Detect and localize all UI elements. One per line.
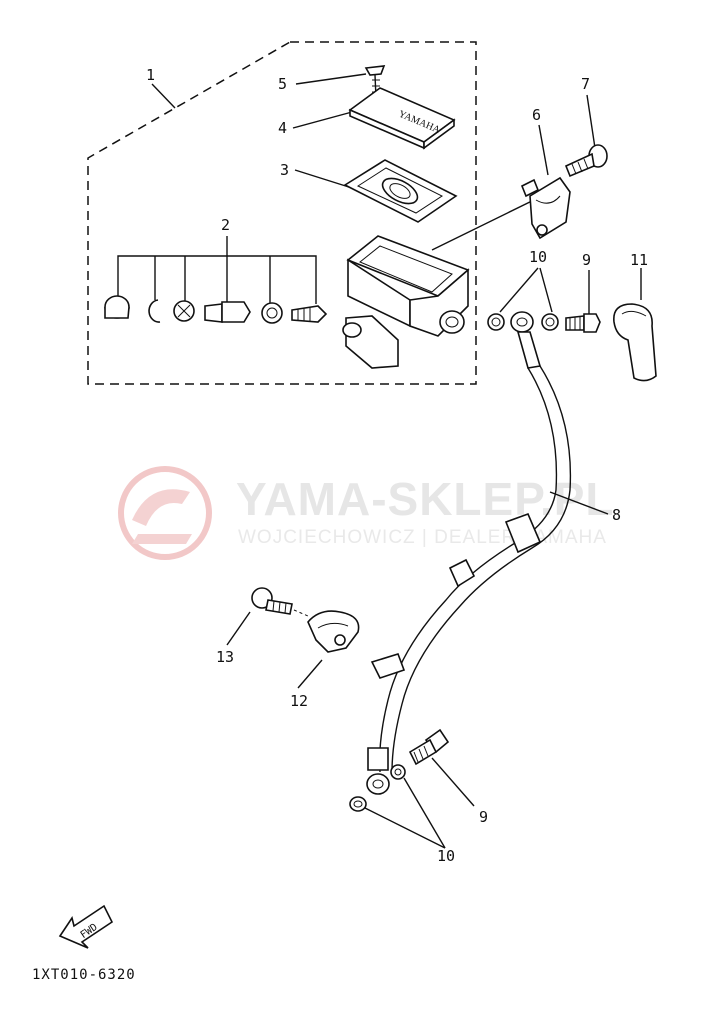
callout-6: 6	[532, 106, 541, 124]
union-bolt-9-bottom	[408, 728, 450, 766]
holder-6	[520, 176, 571, 240]
callout-1: 1	[146, 66, 155, 84]
callout-8: 8	[612, 506, 621, 524]
washers-10-top	[487, 313, 559, 331]
washers-10-bottom	[349, 764, 406, 812]
callout-11: 11	[630, 251, 648, 269]
watermark-logo	[118, 466, 212, 560]
piston-kit-2	[104, 295, 328, 324]
callout-5: 5	[278, 75, 287, 93]
callout-12: 12	[290, 692, 308, 710]
fwd-arrow-icon: FWD	[58, 904, 114, 949]
union-bolt-9-top	[565, 313, 601, 333]
reservoir-cap-4: YAMAHA	[348, 87, 456, 150]
diaphragm-plate-3	[343, 159, 458, 223]
watermark: YAMA-SKLEP.PL WOJCIECHOWICZ | DEALER YAM…	[118, 466, 615, 560]
bolt-7	[564, 144, 608, 178]
brake-hose-8	[366, 311, 572, 795]
callout-13: 13	[216, 648, 234, 666]
callout-3: 3	[280, 161, 289, 179]
boot-11	[613, 303, 657, 382]
callout-labels: 1 2 3 4 5 6 7 8 9 9 10 10 11 12 13	[146, 66, 648, 865]
leader-lines	[117, 73, 642, 849]
callout-2: 2	[221, 216, 230, 234]
bolt-13	[251, 587, 309, 617]
callout-10-top: 10	[529, 248, 547, 266]
watermark-subtitle: WOJCIECHOWICZ | DEALER YAMAHA	[238, 527, 607, 548]
diagram-code: 1XT010-6320	[32, 967, 136, 983]
callout-9-top: 9	[582, 251, 591, 269]
callout-4: 4	[278, 119, 287, 137]
callout-9-bottom: 9	[479, 808, 488, 826]
callout-7: 7	[581, 75, 590, 93]
watermark-title: YAMA-SKLEP.PL	[236, 473, 615, 525]
assembly-boundary	[87, 41, 477, 385]
master-cylinder-body	[342, 235, 470, 369]
callout-10-bottom: 10	[437, 847, 455, 865]
hose-clamp-12	[307, 610, 360, 653]
